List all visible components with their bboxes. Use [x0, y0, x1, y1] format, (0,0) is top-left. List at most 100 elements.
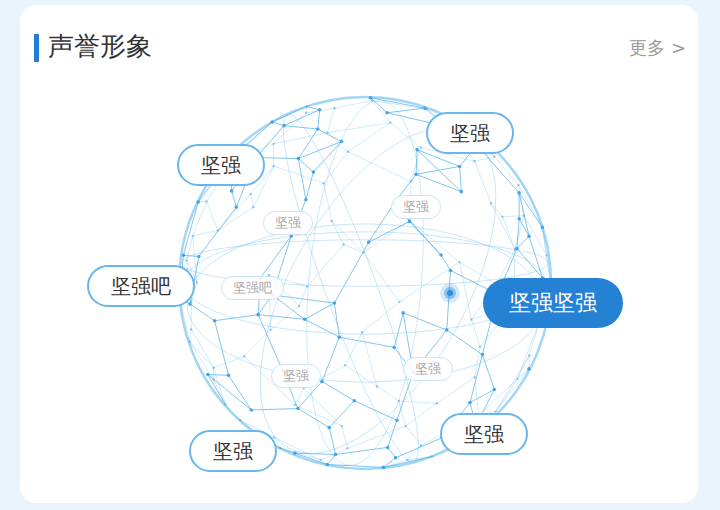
mesh-line: [403, 313, 447, 330]
mesh-dot: [436, 402, 438, 404]
mesh-dot: [490, 202, 492, 204]
mesh-line: [406, 403, 437, 426]
mesh-dot: [346, 447, 348, 449]
mesh-dot: [294, 404, 296, 406]
mesh-line: [214, 368, 226, 405]
mesh-dot: [367, 240, 371, 244]
mesh-line: [339, 337, 394, 347]
faint-tag: 坚强: [263, 211, 313, 235]
mesh-line: [377, 386, 399, 401]
mesh-line: [399, 262, 459, 302]
mesh-dot: [517, 217, 521, 221]
mesh-line: [299, 287, 307, 307]
mesh-dot: [420, 146, 422, 148]
mesh-line: [470, 389, 494, 402]
mesh-line: [475, 377, 479, 415]
mesh-line: [334, 101, 372, 109]
mesh-line: [251, 194, 254, 207]
mesh-dot: [385, 111, 389, 115]
mesh-dot: [415, 148, 419, 152]
mesh-line: [295, 405, 342, 426]
mesh-line: [394, 313, 403, 348]
mesh-dot: [425, 108, 427, 110]
mesh-dot: [325, 463, 329, 467]
mesh-line: [307, 106, 320, 109]
mesh-line: [322, 381, 354, 400]
mesh-dot: [182, 253, 186, 257]
mesh-line: [447, 330, 483, 355]
mesh-line: [208, 374, 226, 404]
mesh-dot: [382, 466, 386, 470]
sphere-arc: [293, 96, 437, 470]
mesh-dot: [213, 319, 217, 323]
mesh-dot: [392, 346, 396, 350]
mesh-line: [191, 329, 213, 368]
tag-text: 坚强: [283, 367, 309, 385]
mesh-line: [225, 405, 240, 421]
mesh-dot: [408, 220, 412, 224]
mesh-line: [411, 147, 421, 181]
mesh-dot: [395, 418, 399, 422]
mesh-line: [327, 133, 348, 152]
mesh-line: [208, 374, 251, 409]
mesh-dot: [293, 451, 297, 455]
mesh-line: [207, 201, 218, 230]
mesh-dot: [323, 182, 325, 184]
mesh-dot: [376, 385, 378, 387]
mesh-line: [272, 106, 307, 122]
mesh-line: [406, 426, 421, 446]
mesh-dot: [306, 105, 308, 107]
mesh-line: [193, 201, 207, 235]
mesh-line: [372, 101, 390, 123]
mesh-line: [475, 161, 491, 203]
glow-dot: [440, 283, 460, 303]
mesh-line: [298, 159, 313, 173]
mesh-line: [369, 203, 394, 242]
mesh-line: [251, 409, 298, 410]
mesh-line: [491, 203, 515, 249]
mesh-line: [383, 457, 431, 468]
tag-text: 坚强吧: [233, 279, 272, 297]
mesh-line: [334, 303, 339, 337]
mesh-line: [332, 221, 364, 253]
mesh-dot: [188, 302, 192, 306]
mesh-line: [437, 377, 475, 403]
highlight-tag: 坚强坚强: [483, 278, 623, 328]
mesh-line: [475, 347, 480, 377]
mesh-line: [327, 108, 334, 132]
mesh-line: [215, 321, 229, 376]
mesh-line: [524, 216, 547, 256]
mesh-line: [363, 253, 399, 302]
mesh-line: [496, 369, 529, 412]
mesh-dot: [517, 191, 521, 195]
mesh-dot: [326, 132, 328, 134]
mesh-line: [318, 110, 320, 129]
mesh-dot: [408, 219, 410, 221]
mesh-line: [336, 447, 388, 454]
mesh-line: [362, 332, 377, 386]
mesh-dot: [449, 269, 453, 273]
mesh-line: [460, 166, 462, 191]
mesh-line: [327, 465, 383, 468]
mesh-dot: [458, 261, 460, 263]
mesh-line: [214, 356, 245, 367]
mesh-line: [475, 157, 495, 162]
mesh-dot: [386, 446, 390, 450]
tag-text: 坚强: [450, 120, 490, 147]
mesh-line: [258, 315, 305, 320]
mesh-dot: [212, 367, 214, 369]
mesh-line: [329, 428, 335, 455]
mesh-line: [383, 460, 407, 467]
mesh-line: [416, 174, 461, 191]
mesh-line: [470, 355, 482, 403]
mesh-line: [459, 262, 471, 319]
mesh-dot: [369, 96, 373, 100]
glow-dot: [444, 287, 456, 299]
mesh-dot: [528, 354, 530, 356]
mesh-line: [363, 220, 409, 252]
tag-pill: 坚强: [189, 430, 277, 472]
mesh-line: [354, 401, 397, 421]
mesh-line: [306, 108, 334, 113]
mesh-dot: [523, 214, 525, 216]
